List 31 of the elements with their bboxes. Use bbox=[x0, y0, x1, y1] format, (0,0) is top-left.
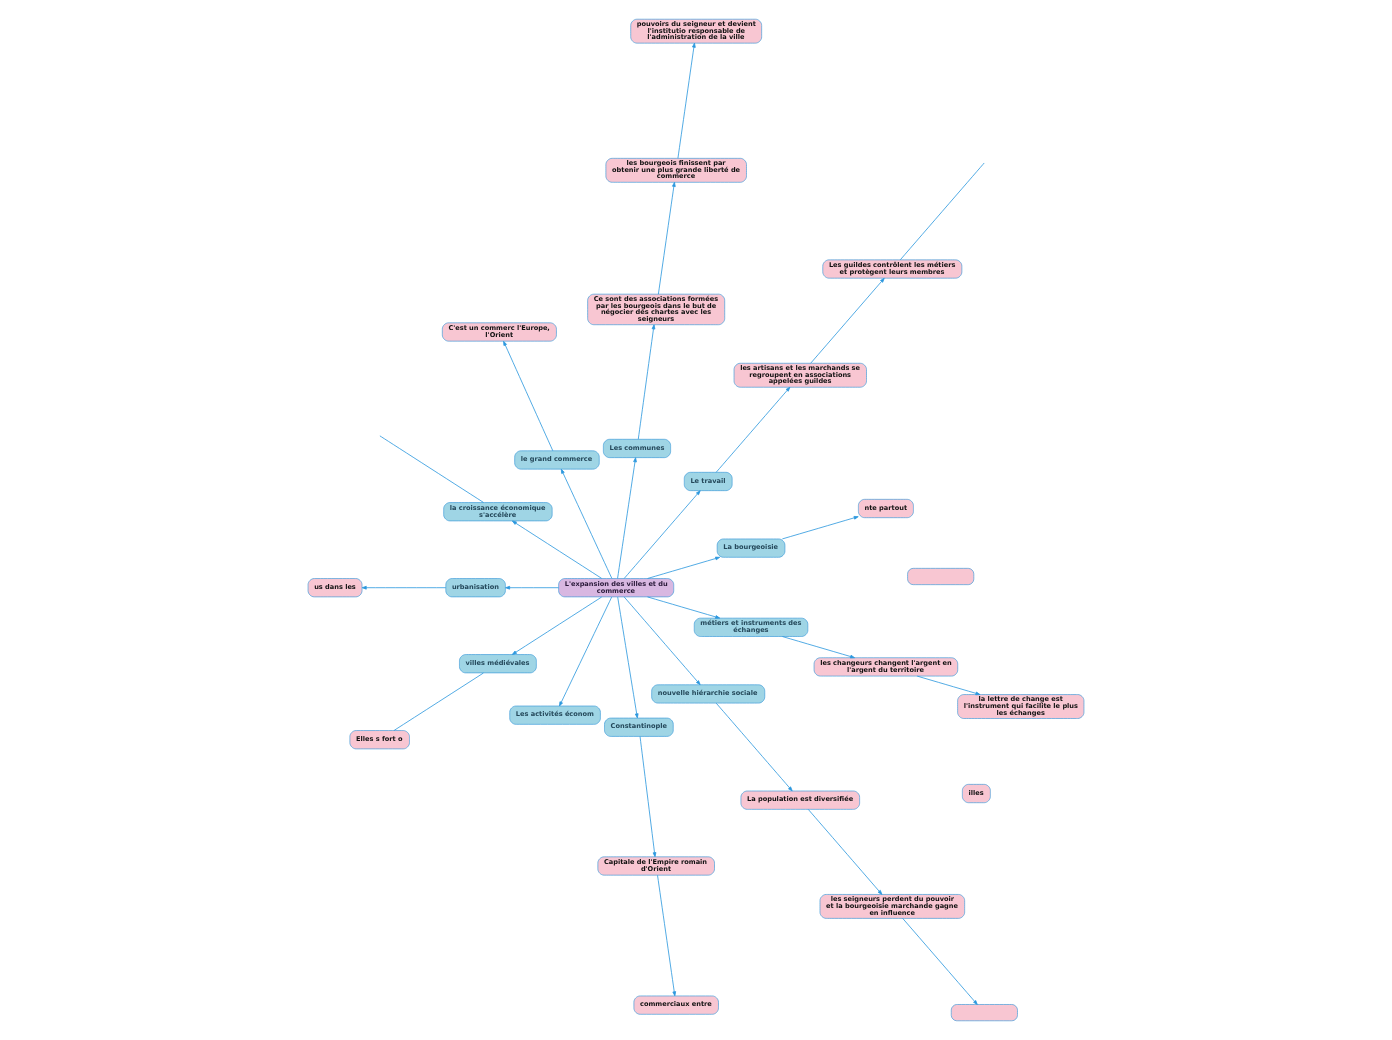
arrow bbox=[617, 457, 637, 579]
arrow bbox=[781, 516, 859, 540]
arrow bbox=[623, 490, 701, 579]
node-box bbox=[950, 1004, 1018, 1022]
arrow bbox=[559, 596, 613, 707]
arrow bbox=[715, 702, 793, 792]
node-box bbox=[907, 568, 975, 585]
arrow bbox=[781, 636, 855, 659]
arrow bbox=[361, 585, 447, 590]
arrow bbox=[810, 277, 885, 364]
arrow bbox=[657, 182, 676, 295]
arrow bbox=[637, 324, 656, 440]
connector bbox=[899, 162, 985, 261]
arrow bbox=[503, 340, 554, 452]
arrow bbox=[505, 585, 559, 590]
arrow bbox=[511, 520, 603, 579]
arrow bbox=[511, 596, 603, 655]
arrow bbox=[715, 386, 791, 473]
arrow bbox=[902, 918, 978, 1005]
arrow bbox=[657, 874, 677, 997]
arrow bbox=[677, 42, 696, 159]
connector bbox=[393, 672, 484, 731]
arrow bbox=[560, 468, 613, 579]
connector bbox=[379, 435, 484, 503]
arrow bbox=[916, 675, 981, 696]
arrow bbox=[647, 556, 721, 579]
arrow bbox=[639, 736, 657, 858]
arrow bbox=[807, 809, 883, 895]
arrow bbox=[617, 596, 639, 719]
arrow bbox=[647, 596, 721, 619]
arrow bbox=[623, 596, 701, 686]
